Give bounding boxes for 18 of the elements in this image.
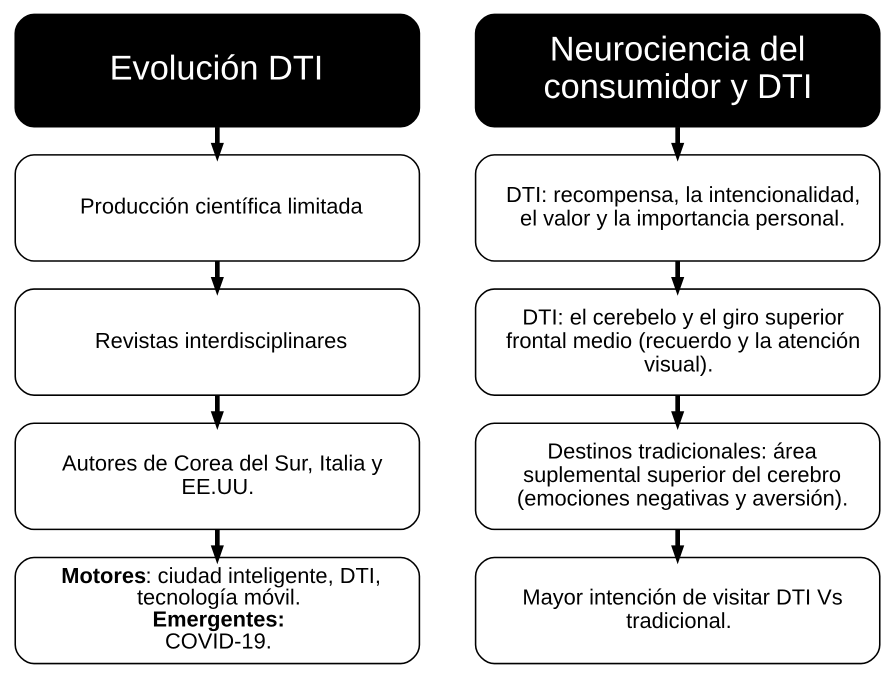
arrow <box>210 396 224 430</box>
node-box: DTI: recompensa, la intencionalidad, el valor y la importancia personal. <box>474 154 881 262</box>
node-box: Motores: ciudad inteligente, DTI, tecnología móvil. Emergentes: COVID-19. <box>14 556 420 664</box>
node-box: Evolución DTI <box>14 14 420 128</box>
arrow <box>671 261 684 296</box>
node-box: Producción científica limitada <box>14 154 420 262</box>
arrow <box>210 530 224 564</box>
node-box: Autores de Corea del Sur, Italia y EE.UU. <box>14 422 420 530</box>
arrow <box>671 396 684 430</box>
node-box: DTI: el cerebelo y el giro superior frontal medio (recuerdo y la atención visual). <box>474 288 881 396</box>
node-box: Neurociencia del consumidor y DTI <box>474 14 881 128</box>
arrow <box>210 261 224 296</box>
node-box: Revistas interdisciplinares <box>14 288 420 396</box>
arrow <box>671 530 684 564</box>
arrow <box>210 128 224 162</box>
node-box: Destinos tradicionales: área suplemental superior del cerebro (emociones negativas y aversión). <box>474 422 881 530</box>
node-box: Mayor intención de visitar DTI Vs tradicional. <box>474 556 881 664</box>
arrow <box>671 128 684 162</box>
